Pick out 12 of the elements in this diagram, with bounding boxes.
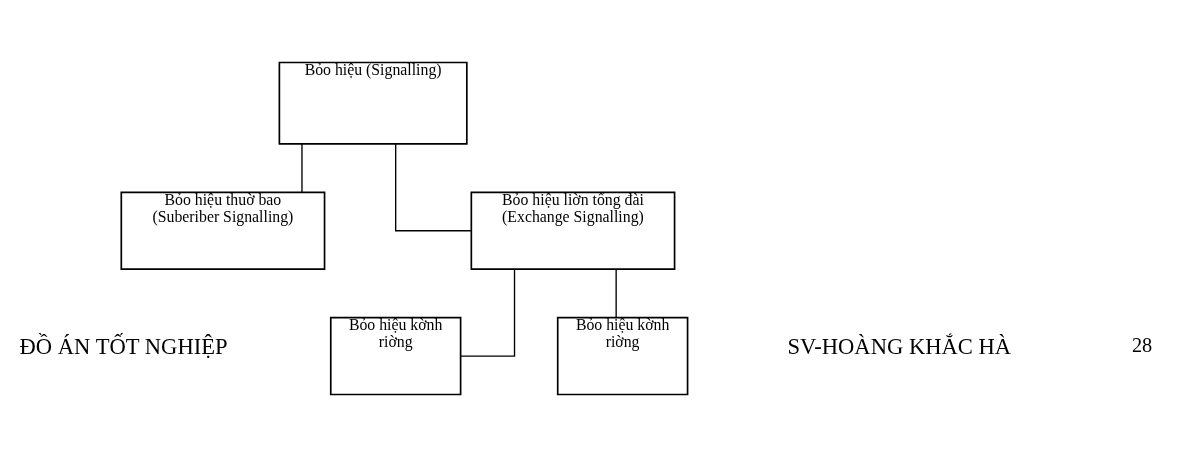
node-box: Bỏo hiệu kờnh riờng (329, 316, 462, 396)
connector (395, 143, 472, 232)
node-box: Bỏo hiệu (Signalling) (278, 61, 468, 145)
connector (460, 268, 516, 357)
label: ĐỒ ÁN TỐT NGHIỆP (19, 333, 228, 359)
node-box: Bỏo hiệu kờnh riờng (556, 316, 689, 396)
label: SV-HOÀNG KHẮC HÀ (787, 333, 1012, 359)
node-box: Bỏo hiệu thuờ bao (Suberiber Signalling) (120, 191, 326, 270)
node-box: Bỏo hiệu liờn tổng đài (Exchange Signalling) (470, 191, 676, 270)
connector (615, 268, 617, 319)
label: 28 (1131, 334, 1153, 357)
connector (301, 143, 303, 193)
